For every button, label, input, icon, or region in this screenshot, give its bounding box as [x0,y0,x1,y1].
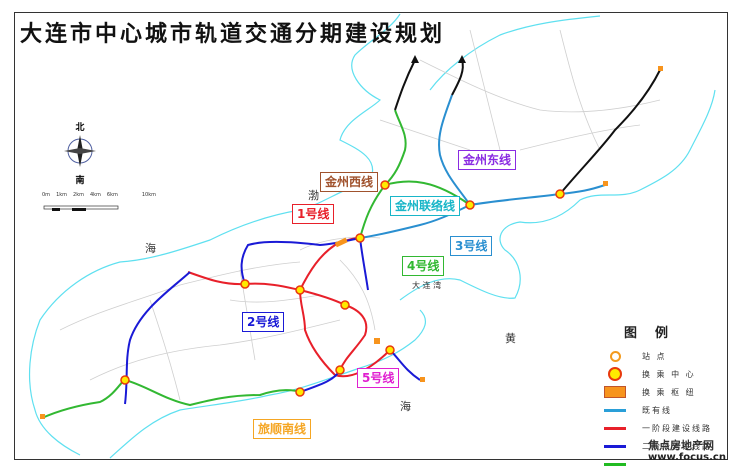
scale-tick: 1km [56,192,68,198]
callout-line-2: 2号线 [242,312,285,332]
legend-label: 站 点 [642,351,667,361]
sea-label-yellow: 黄 [505,332,516,345]
phase1-line-icon [604,426,626,430]
callout-jinzhou-liaison: 金州联络线 [390,196,461,216]
scale-tick: 10km [141,192,157,198]
legend-item-existing: 既有线 [598,401,722,419]
compass-rose: 北 南 [60,120,100,186]
legend-item-station: 站 点 [598,347,722,365]
transfer-hubs [40,66,663,419]
scale-bar-graphic [43,205,119,211]
road-network [59,29,661,401]
callout-line-4: 4号线 [402,256,445,276]
callout-line-3: 3号线 [450,236,493,256]
callout-line-5: 5号线 [357,368,400,388]
legend-label: 换 乘 中 心 [642,369,696,379]
line-1 [187,237,391,378]
legend-label: 二阶段建设线路 [642,441,712,451]
existing-line-icon [604,408,626,412]
legend-item-transfer: 换 乘 中 心 [598,365,722,383]
sea-label-bohai: 渤 [308,189,319,202]
watermark-name: 焦点房地产网 [648,439,714,452]
scale-tick: 6km [106,192,118,198]
legend-label: 一阶段建设线路 [642,423,712,433]
compass-south-label: 南 [75,176,85,186]
station-icon [609,350,621,362]
callout-jinzhou-east: 金州东线 [458,150,517,170]
phase2-line-icon [604,444,626,448]
watermark: 焦点房地产网 www.focus.cn [648,440,726,464]
map-legend: 图例 站 点 换 乘 中 心 换 乘 枢 纽 既有线 一阶段建设线路 二阶段建设… [598,322,722,473]
callout-jinzhou-west: 金州西线 [320,172,379,192]
legend-label: 既有线 [642,405,672,415]
scale-tick: 2km [73,192,84,198]
transfer-hub-icon [604,386,626,398]
direction-arrows [411,55,466,63]
legend-label: 换 乘 枢 纽 [642,387,696,397]
compass-icon [64,135,96,167]
scale-tick: 4km [89,192,101,198]
transfer-centers [120,180,565,397]
callout-line-1: 1号线 [292,204,335,224]
legend-item-phase1: 一阶段建设线路 [598,419,722,437]
phase3-line-icon [604,462,626,466]
legend-item-phase3 [598,455,722,473]
sea-label-bohai: 海 [145,242,156,255]
existing-rail-north [394,59,661,195]
map-title: 大连市中心城市轨道交通分期建设规划 [20,21,446,47]
legend-title: 图例 [624,326,687,341]
compass-north-label: 北 [75,123,85,133]
scale-tick: 0m [42,192,51,198]
transfer-center-icon [608,367,622,381]
legend-item-hub: 换 乘 枢 纽 [598,383,722,401]
watermark-site: www.focus.cn [648,452,726,463]
sea-label-dalian-bay: 大 连 湾 [412,281,442,290]
legend-item-phase2: 二阶段建设线路 [598,437,722,455]
scale-bar: 0m 1km 2km 4km 6km 10km [42,192,156,217]
callout-lvshun-south: 旅顺南线 [253,419,312,439]
sea-label-yellow: 海 [400,400,411,413]
